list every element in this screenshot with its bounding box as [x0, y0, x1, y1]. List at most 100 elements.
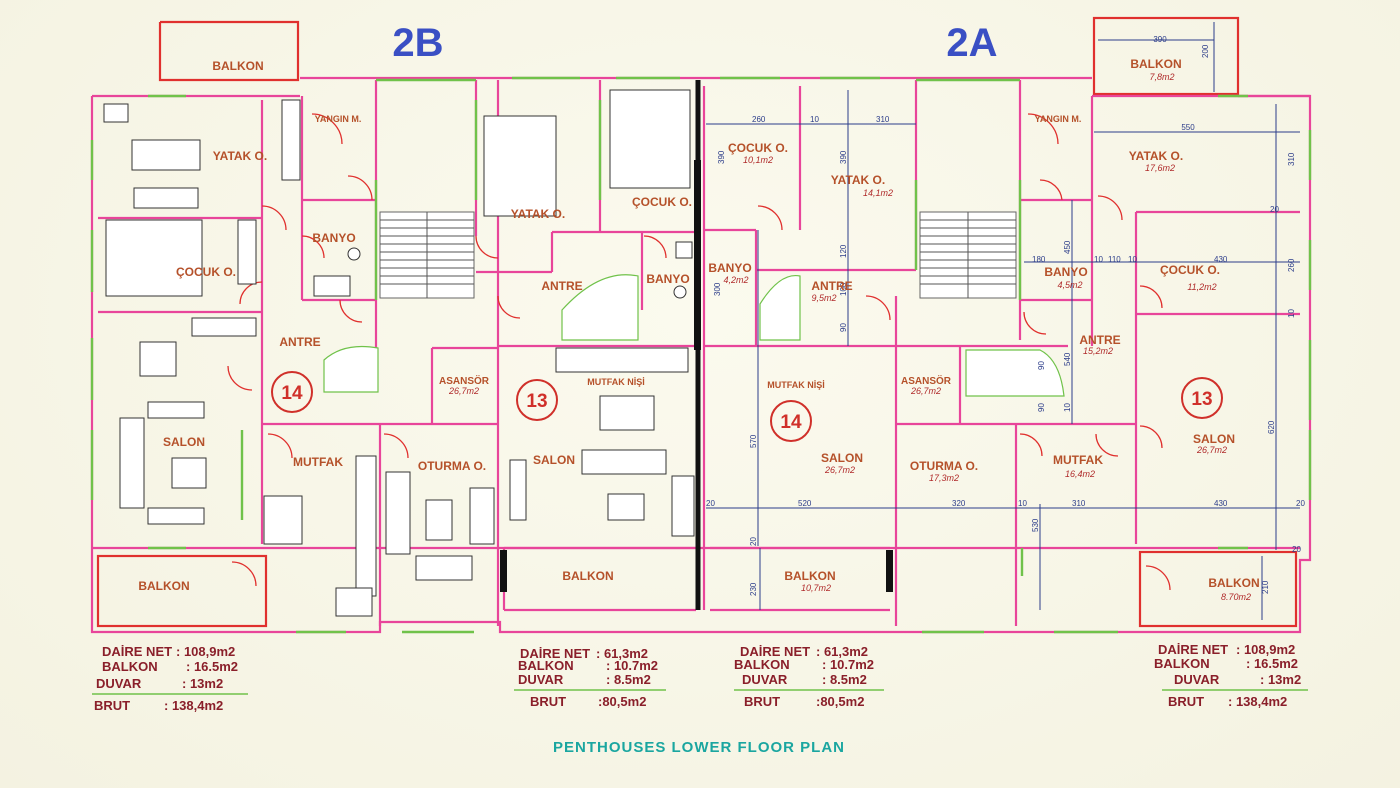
room-label: YATAK O.: [1129, 149, 1183, 163]
bathtub-icon: [313, 275, 351, 297]
dim-label: 10: [1128, 255, 1137, 264]
dim-label: 110: [1108, 255, 1121, 264]
room-label: BALKON: [1130, 57, 1181, 71]
balcony-2a-top-wall: [1092, 16, 1240, 96]
room-label: ANTRE: [541, 279, 582, 293]
dim-label: 210: [1261, 580, 1270, 594]
spiral-stairs: [323, 274, 1065, 397]
room-label: BALKON: [562, 569, 613, 583]
room-label: ASANSÖR: [439, 374, 490, 387]
room-label: BANYO: [646, 272, 689, 286]
toilet-icon: [347, 247, 361, 261]
summary-value: : 10.7m2: [822, 657, 874, 672]
staircase-right: [919, 211, 1017, 299]
room-area: 26,7m2: [448, 386, 479, 396]
summary-value: : 108,9m2: [1236, 642, 1295, 657]
summary-2a-14: DAİRE NET : 61,3m2 BALKON : 10.7m2 DUVAR…: [734, 644, 884, 709]
summary-label: BALKON: [1154, 656, 1210, 671]
windows: [90, 76, 1312, 634]
bed-icon: [131, 139, 201, 171]
summary-value: : 61,3m2: [816, 644, 868, 659]
room-label: YATAK O.: [213, 149, 267, 163]
dim-label: 550: [1181, 123, 1195, 132]
room-label: ANTRE: [279, 335, 320, 349]
room-area: 14,1m2: [863, 188, 893, 198]
dim-label: 10: [1287, 309, 1296, 318]
room-area: 7,8m2: [1149, 72, 1174, 82]
summary-label: BRUT: [530, 694, 566, 709]
room-label: ANTRE: [1079, 333, 1120, 347]
summary-value: :80,5m2: [816, 694, 864, 709]
unit-number: 13: [526, 391, 547, 412]
dim-label: 310: [1072, 499, 1086, 508]
summary-label: DAİRE NET: [740, 644, 810, 659]
room-label: OTURMA O.: [910, 459, 978, 473]
summary-value: : 16.5m2: [186, 659, 238, 674]
dim-label: 390: [717, 150, 726, 164]
unit-circle: [516, 379, 558, 421]
sofa-icon: [469, 487, 495, 545]
bed-icon: [105, 219, 203, 297]
dim-label: 10: [810, 115, 819, 124]
room-label: MUTFAK NİŞİ: [587, 377, 645, 387]
room-area: 17,3m2: [929, 473, 959, 483]
room-area: 15,2m2: [1083, 346, 1113, 356]
dim-label: 570: [749, 434, 758, 448]
unit-circle: [1181, 377, 1223, 419]
dim-label: 320: [952, 499, 966, 508]
kitchen-counter-icon: [555, 347, 689, 373]
dining-table-icon: [263, 495, 303, 545]
room-label: ÇOCUK O.: [728, 141, 788, 155]
unit-markers: 14 13 14 13: [271, 371, 1223, 442]
dim-label: 100: [839, 282, 848, 296]
dim-label: 10: [1094, 255, 1103, 264]
summary-value: : 61,3m2: [596, 646, 648, 661]
summary-value: : 108,9m2: [176, 644, 235, 659]
dim-label: 310: [1287, 152, 1296, 166]
dim-label: 180: [1032, 255, 1046, 264]
staircase-left: [379, 211, 475, 299]
room-area: 26,7m2: [1196, 445, 1227, 455]
summary-value: : 138,4m2: [1228, 694, 1287, 709]
room-area: 10,7m2: [801, 583, 831, 593]
room-label: BANYO: [1044, 265, 1087, 279]
dim-label: 10: [1063, 403, 1072, 412]
dim-label: 200: [1201, 44, 1210, 58]
room-area: 9,5m2: [811, 293, 836, 303]
summary-label: BRUT: [94, 698, 130, 713]
room-label: SALON: [821, 451, 863, 465]
room-labels: BALKON YATAK O. ÇOCUK O. YANGIN M. BANYO…: [138, 57, 1259, 602]
dining-table-icon: [599, 395, 655, 431]
dim-label: 530: [1031, 518, 1040, 532]
room-label: OTURMA O.: [418, 459, 486, 473]
summary-2b-13: DAİRE NET : 61,3m2 BALKON : 10.7m2 DUVAR…: [514, 646, 666, 709]
dim-label: 540: [1063, 352, 1072, 366]
room-area: 4,5m2: [1057, 280, 1082, 290]
sofa-icon: [385, 471, 411, 555]
sofa-icon: [119, 417, 145, 509]
room-label: ÇOCUK O.: [1160, 263, 1220, 277]
sofa-icon: [581, 449, 667, 475]
room-area: 16,4m2: [1065, 469, 1095, 479]
room-label: YANGIN M.: [1035, 114, 1082, 124]
summary-value: :80,5m2: [598, 694, 646, 709]
dim-label: 90: [1037, 403, 1046, 412]
room-label: SALON: [533, 453, 575, 467]
unit-number: 14: [780, 412, 802, 433]
column-stubs: [500, 160, 893, 592]
summary-label: DUVAR: [742, 672, 788, 687]
dim-label: 300: [713, 282, 722, 296]
room-label: BALKON: [784, 569, 835, 583]
balcony-2b-bottom-wall: [96, 554, 268, 628]
balcony-2a-bottom-wall: [1138, 550, 1298, 628]
dim-label: 90: [839, 323, 848, 332]
summary-label: BALKON: [102, 659, 158, 674]
room-label: BALKON: [1208, 576, 1259, 590]
dim-label: 20: [749, 537, 758, 546]
bed-icon: [483, 115, 557, 217]
room-area: 26,7m2: [910, 386, 941, 396]
room-label: YATAK O.: [511, 207, 565, 221]
summary-label: DUVAR: [1174, 672, 1220, 687]
room-area: 4,2m2: [723, 275, 748, 285]
room-label: ÇOCUK O.: [632, 195, 692, 209]
